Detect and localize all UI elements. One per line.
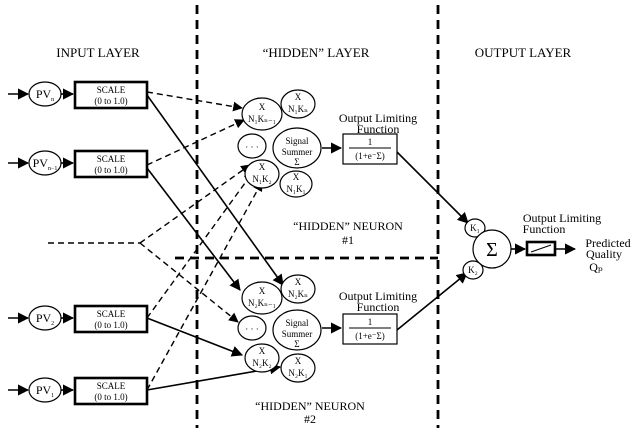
svg-text:X: X: [295, 277, 302, 287]
predicted-label: Predicted: [585, 236, 630, 250]
k1-weight: [464, 218, 486, 238]
svg-text:X: X: [295, 92, 302, 102]
svg-text:Σ: Σ: [294, 157, 299, 167]
output-limit-label: Output Limiting: [523, 211, 601, 225]
scale-box: [73, 304, 149, 334]
svg-text:N₁K₁: N₁K₁: [286, 184, 305, 194]
signal-summer: [272, 309, 322, 351]
svg-text:(0 to 1.0): (0 to 1.0): [94, 165, 127, 175]
neuron-number: #1: [342, 233, 354, 247]
svg-text:1: 1: [368, 137, 373, 147]
svg-text:(0 to 1.0): (0 to 1.0): [94, 392, 127, 402]
weight-node: [280, 353, 316, 383]
svg-text:PVn: PVn: [36, 87, 54, 103]
svg-text:(0 to 1.0): (0 to 1.0): [94, 96, 127, 106]
svg-text:PV1: PV1: [36, 383, 54, 399]
input-pv-n: PVn SCALE (0 to 1.0): [8, 80, 149, 110]
hidden-neuron-1: X N₁Kₙ₋₁ X N₁Kₙ · · · Signal Summer Σ X …: [237, 89, 417, 247]
hidden-neuron-2: X N₂Kₙ₋₁ X N₂Kₙ · · · Signal Summer Σ X …: [237, 274, 417, 426]
dots-node: [237, 315, 267, 341]
svg-text:N₂K₂: N₂K₂: [252, 358, 271, 368]
scale-box: [73, 376, 149, 406]
input-pv-2: PV2 SCALE (0 to 1.0): [8, 304, 149, 334]
weight-node: [244, 159, 280, 189]
quality-label: Quality: [586, 247, 622, 261]
svg-text:X: X: [259, 162, 266, 172]
svg-text:· · ·: · · ·: [245, 324, 259, 334]
svg-text:SCALE: SCALE: [97, 381, 126, 391]
svg-text:N₂Kₙ₋₁: N₂Kₙ₋₁: [248, 298, 276, 308]
scale-box: [73, 149, 149, 179]
svg-text:K₁: K₁: [470, 223, 480, 233]
weight-node: [241, 281, 283, 315]
limit-label: Output Limiting: [339, 111, 417, 125]
weight-node: [280, 274, 316, 304]
svg-text:X: X: [295, 356, 302, 366]
svg-text:X: X: [259, 102, 266, 112]
sigmoid-box: [342, 133, 398, 165]
svg-text:PV2: PV2: [36, 311, 54, 327]
scale-box: [73, 80, 149, 110]
svg-text:Summer: Summer: [282, 147, 313, 157]
output-node: K₁ K₂ Σ Output Limiting Function Predict…: [396, 151, 631, 331]
svg-text:Σ: Σ: [294, 339, 299, 349]
svg-text:N₁Kₙ₋₁: N₁Kₙ₋₁: [248, 114, 276, 124]
input-layer-heading: INPUT LAYER: [56, 45, 140, 60]
svg-text:1: 1: [368, 317, 373, 327]
weight-node: [280, 89, 316, 119]
svg-text:Summer: Summer: [282, 329, 313, 339]
svg-text:(1+e⁻Σ): (1+e⁻Σ): [355, 151, 385, 161]
k2-weight: [462, 260, 484, 280]
limit-label-2: Function: [357, 300, 400, 314]
neuron-caption: “HIDDEN” NEURON: [293, 219, 403, 233]
svg-text:Signal: Signal: [285, 136, 309, 146]
qp-label: Qₚ: [589, 260, 603, 274]
svg-text:(1+e⁻Σ): (1+e⁻Σ): [355, 331, 385, 341]
output-layer-heading: OUTPUT LAYER: [475, 45, 572, 60]
svg-text:SCALE: SCALE: [97, 154, 126, 164]
weight-node: [279, 170, 313, 198]
svg-text:SCALE: SCALE: [97, 85, 126, 95]
neuron-number: #2: [304, 412, 316, 426]
weight-node: [244, 343, 280, 373]
limiter-curve: [530, 244, 552, 253]
input-pv-n-minus-1: PVn−1 SCALE (0 to 1.0): [8, 149, 149, 179]
svg-text:N₁Kₙ: N₁Kₙ: [288, 104, 308, 114]
weight-node: [241, 97, 283, 131]
svg-text:· · ·: · · ·: [245, 142, 259, 152]
hidden-layer-heading: “HIDDEN” LAYER: [263, 45, 370, 60]
svg-text:SCALE: SCALE: [97, 309, 126, 319]
svg-text:(0 to 1.0): (0 to 1.0): [94, 320, 127, 330]
signal-summer: [272, 127, 322, 169]
svg-text:X: X: [259, 346, 266, 356]
svg-text:K₂: K₂: [468, 265, 478, 275]
svg-text:N₁K₂: N₁K₂: [252, 174, 271, 184]
svg-text:Signal: Signal: [285, 318, 309, 328]
svg-text:X: X: [293, 172, 300, 182]
svg-text:X: X: [259, 286, 266, 296]
connections-to-neuron-1: [139, 91, 263, 391]
dots-node: [237, 133, 267, 159]
svg-text:N₂K₁: N₂K₁: [288, 368, 307, 378]
svg-text:PVn−1: PVn−1: [33, 156, 58, 172]
output-limit-label-2: Function: [523, 222, 566, 236]
input-pv-1: PV1 SCALE (0 to 1.0): [8, 376, 149, 406]
neuron-caption: “HIDDEN” NEURON: [255, 399, 365, 413]
limit-label: Output Limiting: [339, 289, 417, 303]
limit-label-2: Function: [357, 122, 400, 136]
svg-text:N₂Kₙ: N₂Kₙ: [288, 289, 308, 299]
sigmoid-box: [342, 313, 398, 345]
svg-text:Σ: Σ: [486, 239, 498, 261]
